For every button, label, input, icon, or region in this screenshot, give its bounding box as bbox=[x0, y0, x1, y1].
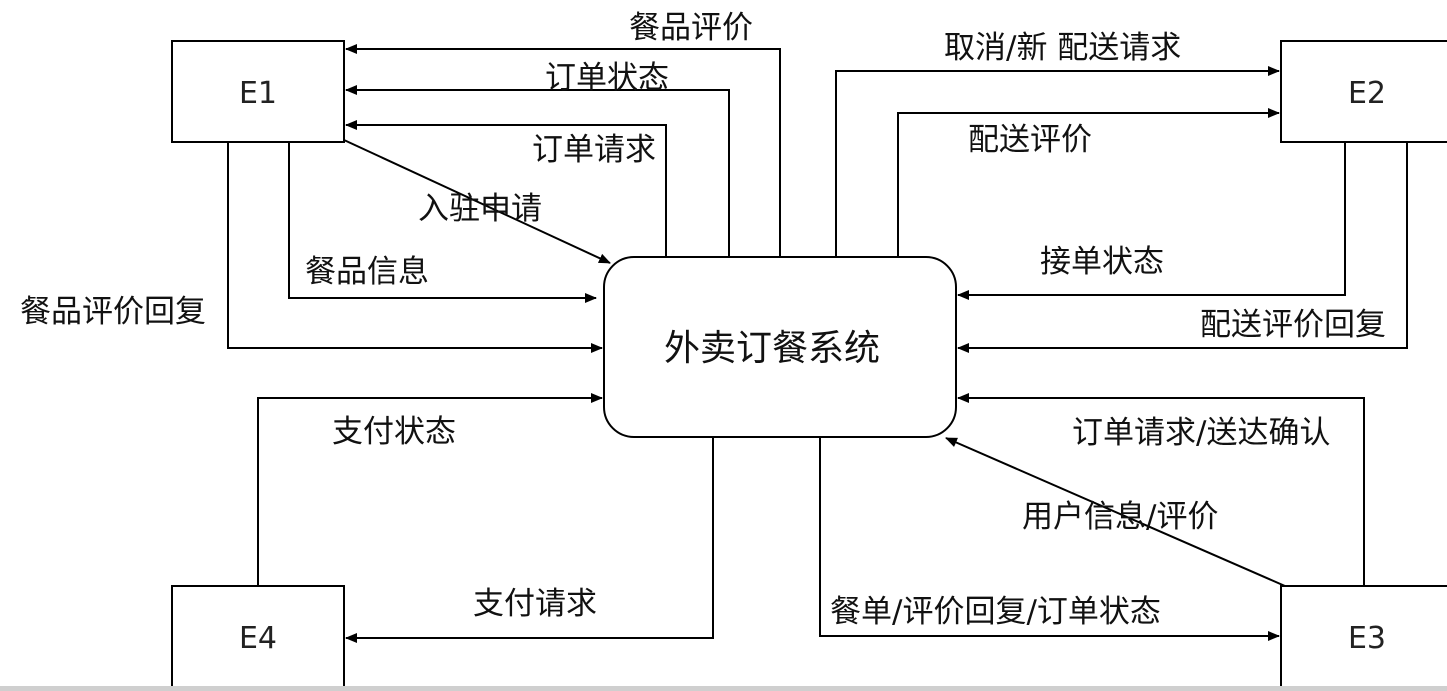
bottom-edge-strip bbox=[0, 686, 1447, 691]
flow-join-application-label: 入驻申请 bbox=[418, 191, 542, 227]
flow-food-info-line bbox=[288, 142, 597, 303]
flow-order-request-line bbox=[345, 120, 667, 257]
flow-order-request-confirm-label: 订单请求/送达确认 bbox=[1072, 415, 1330, 451]
flow-food-review-reply-label: 餐品评价回复 bbox=[20, 294, 206, 330]
flow-order-request-confirm-line bbox=[957, 393, 1365, 586]
flow-payment-request-label: 支付请求 bbox=[473, 586, 597, 622]
flow-menu-reply-status-line bbox=[819, 437, 1280, 641]
entity-e4-box bbox=[171, 585, 345, 691]
flow-delivery-review-label: 配送评价 bbox=[968, 122, 1092, 158]
entity-e2-box bbox=[1280, 40, 1447, 143]
flow-delivery-review-reply-line bbox=[957, 142, 1408, 353]
flow-food-info-label: 餐品信息 bbox=[305, 254, 429, 290]
system-process-label: 外卖订餐系统 bbox=[664, 328, 880, 369]
flow-food-review-line bbox=[345, 44, 781, 257]
flow-join-application-line bbox=[343, 139, 611, 264]
flow-order-status-line bbox=[345, 85, 730, 257]
flow-accept-status-line bbox=[957, 142, 1346, 300]
flow-cancel-new-delivery-label: 取消/新 配送请求 bbox=[944, 30, 1181, 66]
entity-e1-label: E1 bbox=[239, 76, 277, 111]
entity-e2-label: E2 bbox=[1348, 76, 1386, 111]
entity-e1-box bbox=[171, 40, 345, 143]
flow-order-request-label: 订单请求 bbox=[532, 132, 656, 168]
flow-cancel-new-delivery-line bbox=[835, 66, 1280, 257]
flow-accept-status-label: 接单状态 bbox=[1040, 244, 1164, 280]
entity-e4-label: E4 bbox=[239, 621, 277, 656]
flow-payment-status-label: 支付状态 bbox=[332, 414, 456, 450]
flow-food-review-label: 餐品评价 bbox=[629, 10, 753, 46]
flow-delivery-review-line bbox=[897, 108, 1280, 257]
flow-menu-reply-status-label: 餐单/评价回复/订单状态 bbox=[830, 594, 1161, 630]
flow-payment-request-line bbox=[345, 437, 714, 643]
flow-user-info-review-label: 用户信息/评价 bbox=[1022, 499, 1218, 535]
flow-order-status-label: 订单状态 bbox=[545, 60, 669, 96]
flow-food-review-reply-line bbox=[227, 142, 603, 353]
flow-user-info-review-line bbox=[945, 437, 1286, 587]
entity-e3-box bbox=[1280, 585, 1447, 691]
flow-payment-status-line bbox=[257, 393, 603, 586]
flow-delivery-review-reply-label: 配送评价回复 bbox=[1200, 307, 1386, 343]
entity-e3-label: E3 bbox=[1348, 621, 1386, 656]
